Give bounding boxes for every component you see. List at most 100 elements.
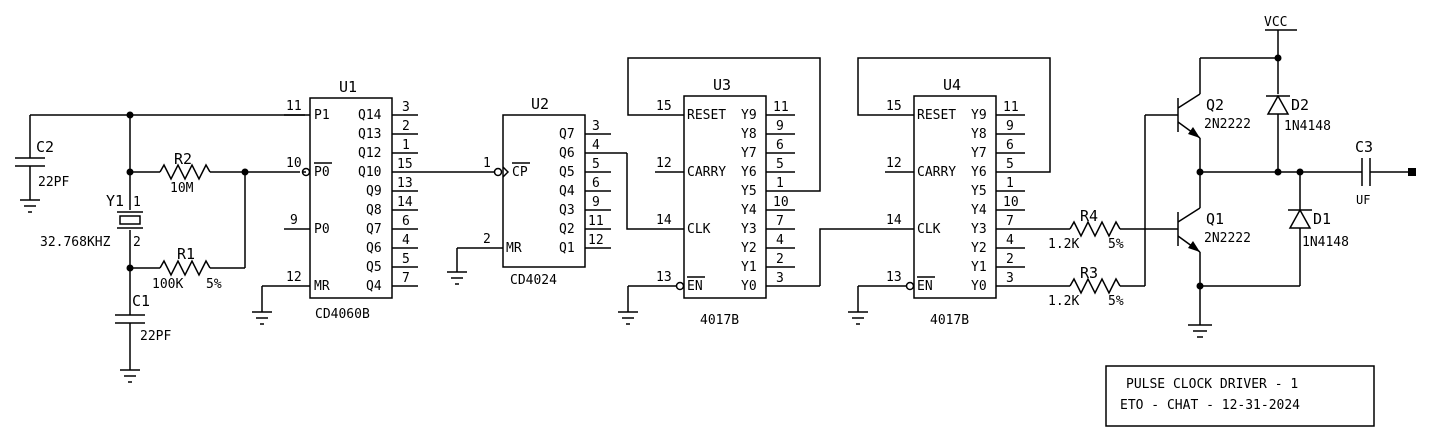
u1-q6-num: 4 bbox=[402, 233, 410, 248]
u1-part: CD4060B bbox=[315, 307, 370, 322]
q2-ref: Q2 bbox=[1206, 96, 1224, 114]
u4-pin13-num: 13 bbox=[886, 270, 902, 285]
u4-clk-name: CLK bbox=[917, 222, 941, 237]
u1-q9-name: Q9 bbox=[366, 184, 382, 199]
driver-wiring bbox=[1069, 29, 1410, 338]
u4-y8-name: Y8 bbox=[971, 127, 987, 142]
u4-y2-num: 4 bbox=[1006, 233, 1014, 248]
u1-q10-num: 15 bbox=[397, 157, 413, 172]
u1-pin9-num: 9 bbox=[290, 213, 298, 228]
u3-y1-name: Y1 bbox=[741, 260, 757, 275]
u4-y5-num: 1 bbox=[1006, 176, 1014, 191]
u2-pin2-num: 2 bbox=[483, 232, 491, 247]
c1-ref: C1 bbox=[132, 292, 150, 310]
y1-value: 32.768KHZ bbox=[40, 235, 111, 250]
u2-q6-name: Q6 bbox=[559, 146, 575, 161]
u2-part: CD4024 bbox=[510, 273, 557, 288]
u1-q6-name: Q6 bbox=[366, 241, 382, 256]
u3-y1-num: 2 bbox=[776, 252, 784, 267]
u4-carry-name: CARRY bbox=[917, 165, 956, 180]
y1-pin2: 2 bbox=[133, 235, 141, 250]
u1-pin12-name: MR bbox=[314, 279, 330, 294]
vcc-label: VCC bbox=[1264, 15, 1287, 30]
u4-en-name: EN bbox=[917, 279, 933, 294]
u1-q9-num: 13 bbox=[397, 176, 413, 191]
u4-y2-name: Y2 bbox=[971, 241, 987, 256]
wire-u2-q6-to-u3-clk bbox=[626, 153, 684, 230]
u2-q2-name: Q2 bbox=[559, 222, 575, 237]
u3-carry-name: CARRY bbox=[687, 165, 726, 180]
u1-q5-num: 5 bbox=[402, 252, 410, 267]
u3-pin15-num: 15 bbox=[656, 99, 672, 114]
u3-chip: U3 4017B 15 RESET 12 CARRY 14 CLK 13 EN bbox=[618, 57, 821, 328]
oscillator-wiring bbox=[15, 114, 305, 383]
u3-y2-num: 4 bbox=[776, 233, 784, 248]
u3-pin12-num: 12 bbox=[656, 156, 672, 171]
u2-q1-name: Q1 bbox=[559, 241, 575, 256]
u3-y7-name: Y7 bbox=[741, 146, 757, 161]
u3-y0-name: Y0 bbox=[741, 279, 757, 294]
u2-q4-num: 6 bbox=[592, 176, 600, 191]
r3-value: 1.2K bbox=[1048, 294, 1079, 309]
y1-ref: Y1 bbox=[106, 192, 124, 210]
u3-pin14-num: 14 bbox=[656, 213, 672, 228]
u2-q5-num: 5 bbox=[592, 157, 600, 172]
u3-y4-name: Y4 bbox=[741, 203, 757, 218]
c2-ref: C2 bbox=[36, 138, 54, 156]
u4-y9-num: 11 bbox=[1003, 100, 1019, 115]
r2-value: 10M bbox=[170, 181, 194, 196]
u1-q7-num: 6 bbox=[402, 214, 410, 229]
q1-part: 2N2222 bbox=[1204, 231, 1251, 246]
u4-y9-name: Y9 bbox=[971, 108, 987, 123]
u3-part: 4017B bbox=[700, 313, 739, 328]
u2-pin1-name: CP bbox=[512, 165, 528, 180]
u4-pin14-num: 14 bbox=[886, 213, 902, 228]
oscillator-junctions bbox=[126, 111, 249, 272]
driver-arrows bbox=[1188, 54, 1416, 290]
u4-y1-num: 2 bbox=[1006, 252, 1014, 267]
u1-q8-name: Q8 bbox=[366, 203, 382, 218]
u1-q5-name: Q5 bbox=[366, 260, 382, 275]
u3-pin13-num: 13 bbox=[656, 270, 672, 285]
u3-y6-name: Y6 bbox=[741, 165, 757, 180]
d2-ref: D2 bbox=[1291, 96, 1309, 114]
u2-q5-name: Q5 bbox=[559, 165, 575, 180]
r1-value: 100K bbox=[152, 277, 183, 292]
u1-q13-num: 2 bbox=[402, 119, 410, 134]
d1-ref: D1 bbox=[1313, 210, 1331, 228]
u2-q3-num: 9 bbox=[592, 195, 600, 210]
u1-q8-num: 14 bbox=[397, 195, 413, 210]
q2-part: 2N2222 bbox=[1204, 117, 1251, 132]
u2-q7-num: 3 bbox=[592, 119, 600, 134]
u2-q2-num: 11 bbox=[588, 214, 604, 229]
u4-y0-name: Y0 bbox=[971, 279, 987, 294]
u2-q6-num: 4 bbox=[592, 138, 600, 153]
u4-y7-num: 6 bbox=[1006, 138, 1014, 153]
u3-en-name: EN bbox=[687, 279, 703, 294]
r1-ref: R1 bbox=[177, 245, 195, 263]
u1-chip: U1 CD4060B 11 P1 10 P0 9 P0 12 MR bbox=[252, 78, 418, 325]
u3-y3-num: 7 bbox=[776, 214, 784, 229]
u4-y3-num: 7 bbox=[1006, 214, 1014, 229]
u2-q7-name: Q7 bbox=[559, 127, 575, 142]
u4-part: 4017B bbox=[930, 313, 969, 328]
wire-u3-y0-to-u4-clk bbox=[819, 228, 914, 286]
u3-y6-num: 5 bbox=[776, 157, 784, 172]
u1-pin10-name: P0 bbox=[314, 165, 330, 180]
q1-ref: Q1 bbox=[1206, 210, 1224, 228]
u2-q3-name: Q3 bbox=[559, 203, 575, 218]
u3-y2-name: Y2 bbox=[741, 241, 757, 256]
u4-y6-num: 5 bbox=[1006, 157, 1014, 172]
u4-pin15-num: 15 bbox=[886, 99, 902, 114]
d1-part: 1N4148 bbox=[1302, 235, 1349, 250]
c3-value: UF bbox=[1356, 193, 1370, 207]
c2-value: 22PF bbox=[38, 175, 69, 190]
u3-clk-name: CLK bbox=[687, 222, 711, 237]
title-block: PULSE CLOCK DRIVER - 1 ETO - CHAT - 12-3… bbox=[1105, 365, 1375, 427]
u2-pin2-name: MR bbox=[506, 241, 522, 256]
u4-ref: U4 bbox=[943, 76, 961, 94]
u1-q14-num: 3 bbox=[402, 100, 410, 115]
u4-y4-name: Y4 bbox=[971, 203, 987, 218]
u4-reset-name: RESET bbox=[917, 108, 956, 123]
u4-y8-num: 9 bbox=[1006, 119, 1014, 134]
